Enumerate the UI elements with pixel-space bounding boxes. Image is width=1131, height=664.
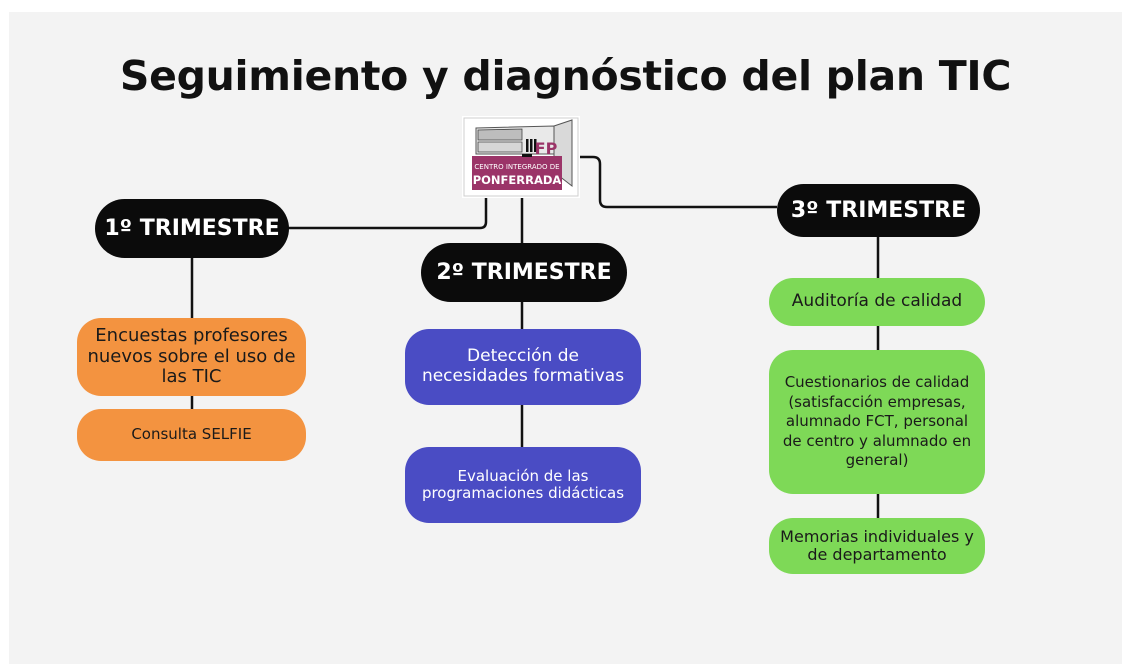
item-cuestionarios-calidad: Cuestionarios de calidad (satisfacción e…: [769, 350, 985, 494]
logo-line1: CENTRO INTEGRADO DE: [474, 163, 559, 171]
item-evaluacion-programaciones: Evaluación de las programaciones didácti…: [405, 447, 641, 523]
item-consulta-selfie: Consulta SELFIE: [77, 409, 306, 461]
item-deteccion-necesidades: Detección de necesidades formativas: [405, 329, 641, 405]
heading-1-trimestre: 1º TRIMESTRE: [95, 199, 289, 258]
item-auditoria-calidad: Auditoría de calidad: [769, 278, 985, 326]
diagram-title: Seguimiento y diagnóstico del plan TIC: [119, 52, 1012, 100]
item-memorias: Memorias individuales y de departamento: [769, 518, 985, 574]
school-logo: FP CENTRO INTEGRADO DE PONFERRADA: [462, 116, 580, 198]
connector-logo-to-t1: [287, 198, 488, 230]
logo-line2: PONFERRADA: [473, 173, 562, 187]
heading-2-trimestre: 2º TRIMESTRE: [421, 243, 627, 302]
connector-logo-to-t3: [580, 155, 777, 209]
heading-3-trimestre: 3º TRIMESTRE: [777, 184, 980, 237]
item-encuestas-profesores: Encuestas profesores nuevos sobre el uso…: [77, 318, 306, 396]
logo-mark: FP: [535, 139, 558, 158]
